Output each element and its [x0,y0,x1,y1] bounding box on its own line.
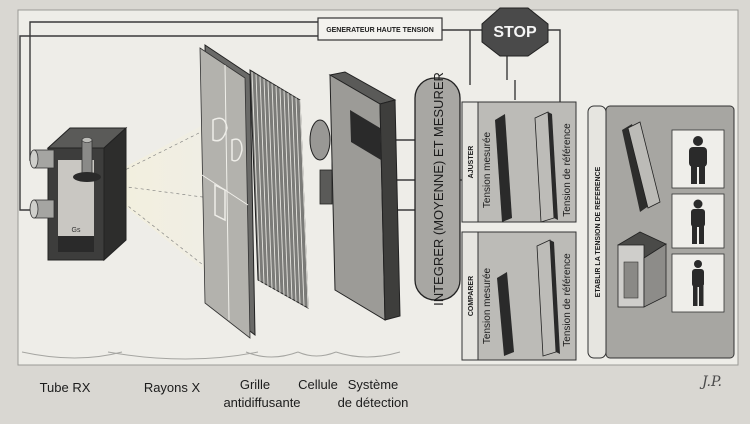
stop-sign: STOP [481,7,549,57]
grid-lamella [299,99,309,309]
reference-panel [605,105,735,359]
adjust-panel: AJUSTER Tension mesurée Tension de référ… [461,101,577,223]
grid-lamella [251,71,261,283]
detection-system [328,71,401,321]
establish-bar: ETABLIR LA TENSION DE REFERENCE [587,105,607,359]
grid-lamella [259,76,269,287]
compare-panel: COMPARER Tension mesurée Tension de réfé… [461,231,577,361]
grid-lamella [287,92,297,302]
stop-label: STOP [493,24,537,41]
compare-reference-label: Tension de référence [562,253,573,347]
compare-title: COMPARER [468,276,475,316]
label-rays: Rayons X [144,380,201,395]
label-detection-2: de détection [338,395,409,410]
grid-lamella [279,88,289,298]
integrate-label: INTEGRER (MOYENNE) ET MESURER [431,72,446,306]
adjust-title: AJUSTER [468,146,475,179]
grid-lamella [255,74,265,285]
antiscatter-grid [249,69,309,309]
grid-lamella [291,95,301,304]
adjust-measured-label: Tension mesurée [482,131,493,208]
tube-marking: Gs [72,227,81,234]
generator-box: GENERATEUR HAUTE TENSION [317,17,443,41]
label-tube: Tube RX [40,380,91,395]
grid-lamella [275,85,285,296]
label-detection-1: Système [348,377,399,392]
patient-plate [199,44,256,339]
xray-tube: Gs [29,126,128,262]
label-dividers [21,351,401,360]
adjust-reference-label: Tension de référence [562,123,573,217]
person-icons [689,136,707,306]
label-grid-2: antidiffusante [223,395,300,410]
label-cell: Cellule [298,377,338,392]
grid-lamella [263,78,273,289]
grid-lamella [283,90,293,300]
grid-lamella [267,81,277,291]
grid-lamella [271,83,281,293]
generator-label: GENERATEUR HAUTE TENSION [326,27,434,34]
signature: J.P. [699,374,722,390]
compare-measured-label: Tension mesurée [482,267,493,344]
label-grid-1: Grille [240,377,270,392]
establish-label: ETABLIR LA TENSION DE REFERENCE [595,166,602,297]
grid-lamella [295,97,305,306]
integrate-measure-box: INTEGRER (MOYENNE) ET MESURER [414,72,461,306]
